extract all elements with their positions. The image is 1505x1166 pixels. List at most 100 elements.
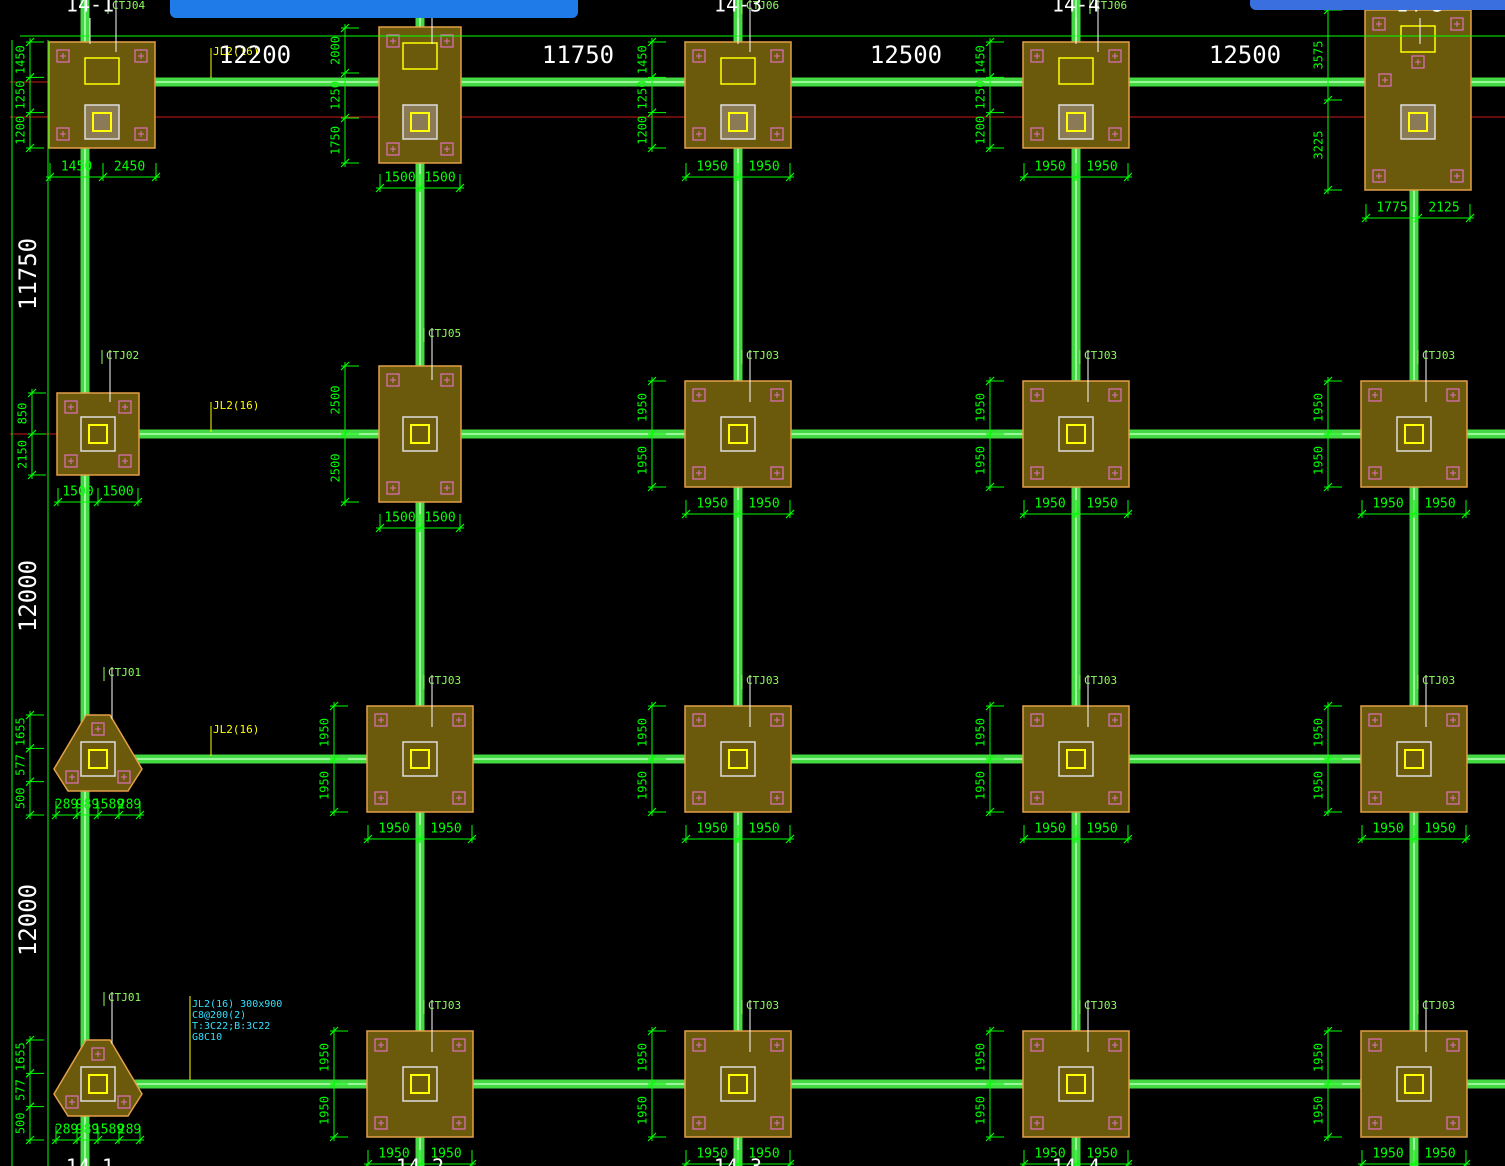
- pile-icon: [1450, 17, 1464, 31]
- footing-label: CTJ06: [746, 0, 779, 12]
- dim-text: 1950: [636, 1043, 650, 1072]
- pile-cap-r1c1: [378, 365, 462, 503]
- footing-label: CTJ01: [108, 991, 141, 1004]
- pile-cap-r2c1: [366, 705, 474, 813]
- pile-icon: [91, 722, 105, 736]
- pile-icon: [1450, 169, 1464, 183]
- dim-text: 1950: [974, 1043, 988, 1072]
- axis-label-top: 14-3: [714, 0, 762, 17]
- dim-text: 1950: [318, 718, 332, 747]
- dim-text: 1950: [696, 497, 727, 512]
- dim-text: 1500: [384, 511, 415, 526]
- pile-icon: [374, 1038, 388, 1052]
- toolbar-tab-blue[interactable]: [170, 0, 578, 18]
- pile-icon: [692, 791, 706, 805]
- pile-icon: [1372, 17, 1386, 31]
- pile-cap-r3c3: [1022, 1030, 1130, 1138]
- column-core: [92, 112, 112, 132]
- pile-cap-r0c1: [378, 26, 462, 164]
- dim-text: 1500: [424, 511, 455, 526]
- pile-icon: [770, 127, 784, 141]
- pile-cap-r2c4: [1360, 705, 1468, 813]
- dim-text: 1450: [61, 160, 92, 175]
- pile-icon: [1368, 791, 1382, 805]
- pile-icon: [770, 1116, 784, 1130]
- pile-icon: [770, 466, 784, 480]
- dim-text: 1450: [974, 45, 988, 74]
- dim-text: 1950: [636, 771, 650, 800]
- dim-text: 850: [16, 403, 30, 425]
- dim-text: 2125: [1428, 201, 1459, 216]
- dim-text: 1950: [1086, 160, 1117, 175]
- dim-text: 1950: [1424, 822, 1455, 837]
- column-core: [410, 112, 430, 132]
- column-outline: [720, 741, 756, 777]
- dim-text: 1950: [748, 822, 779, 837]
- footing-label: CTJ03: [1422, 349, 1455, 362]
- pile-icon: [452, 1038, 466, 1052]
- pile-cap-r3c0: [53, 1039, 143, 1117]
- beam-spec-text: G8C10: [192, 1032, 222, 1043]
- column-outline: [84, 104, 120, 140]
- dim-text: 1250: [14, 81, 28, 110]
- dim-text: 500: [14, 787, 28, 809]
- dim-text: 2500: [329, 454, 343, 483]
- pile-icon: [1108, 1038, 1122, 1052]
- row-dimension-label: 12000: [14, 884, 42, 956]
- pile-icon: [1108, 388, 1122, 402]
- column-outline: [402, 741, 438, 777]
- footing-label: CTJ02: [106, 349, 139, 362]
- dim-text: 289: [118, 798, 141, 813]
- dim-text: 1950: [1372, 497, 1403, 512]
- footing-label: CTJ06: [1094, 0, 1127, 12]
- dim-text: 1950: [696, 822, 727, 837]
- footing-label: CTJ04: [112, 0, 145, 12]
- pile-icon: [452, 1116, 466, 1130]
- dim-text: 1950: [636, 1096, 650, 1125]
- column-core: [1066, 112, 1086, 132]
- column-core: [1408, 112, 1428, 132]
- dim-text: 1950: [974, 1096, 988, 1125]
- dim-text: 1950: [1086, 1147, 1117, 1162]
- pile-icon: [64, 454, 78, 468]
- row-dimension-label: 11750: [14, 238, 42, 310]
- column-outline: [1058, 741, 1094, 777]
- pile-icon: [1446, 713, 1460, 727]
- dim-text: 1950: [1086, 822, 1117, 837]
- dim-text: 1500: [424, 171, 455, 186]
- pile-icon: [1030, 791, 1044, 805]
- pile-icon: [386, 373, 400, 387]
- pile-icon: [56, 49, 70, 63]
- dim-text: 1950: [1034, 1147, 1065, 1162]
- footing-label: CTJ03: [1084, 349, 1117, 362]
- footing-label: CTJ03: [1084, 999, 1117, 1012]
- column-core: [410, 424, 430, 444]
- pile-icon: [440, 34, 454, 48]
- dim-text: 2450: [114, 160, 145, 175]
- annotation-text: CTJ04CTJ06CTJ06CTJ06CTJ02CTJ05CTJ03CTJ03…: [14, 0, 1455, 1166]
- footing-label: CTJ03: [1084, 674, 1117, 687]
- dim-text: 1950: [1372, 822, 1403, 837]
- dim-text: 1950: [1372, 1147, 1403, 1162]
- pile-cap-r1c0: [56, 392, 140, 476]
- dim-text: 1950: [1312, 393, 1326, 422]
- pile-icon: [118, 454, 132, 468]
- pile-icon: [770, 1038, 784, 1052]
- pile-icon: [440, 481, 454, 495]
- dim-text: 2500: [329, 386, 343, 415]
- axis-label-top: 14-4: [1052, 0, 1100, 17]
- dim-text: 1950: [318, 1043, 332, 1072]
- column-core: [1404, 749, 1424, 769]
- axis-label-bottom: 14-4: [1052, 1155, 1100, 1166]
- pile-cap-r2c3: [1022, 705, 1130, 813]
- dim-text: 1950: [974, 446, 988, 475]
- pile-icon: [1108, 49, 1122, 63]
- dim-text: 3575: [1312, 41, 1326, 70]
- dim-text: 1950: [1424, 497, 1455, 512]
- toolbar-tab-blue-right[interactable]: [1250, 0, 1505, 10]
- dim-text: 1950: [378, 1147, 409, 1162]
- column-outline: [1400, 25, 1436, 53]
